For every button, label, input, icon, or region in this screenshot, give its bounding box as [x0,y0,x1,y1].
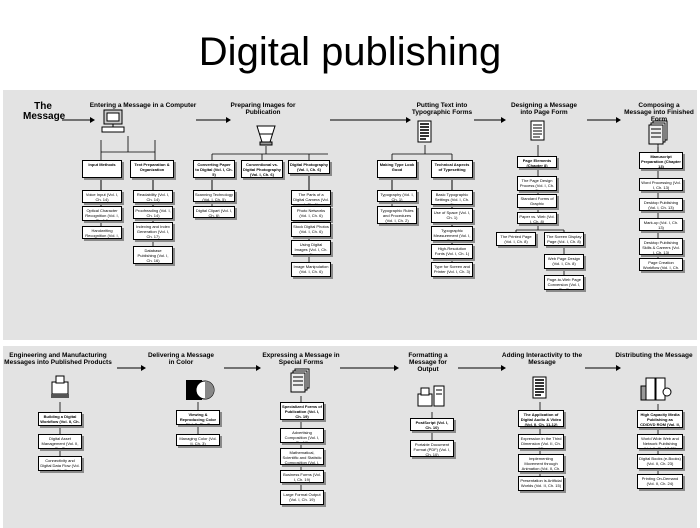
topic-box: Advertising Composition (Vol. I, Ch. 19) [280,428,324,443]
category-box: Manuscript Preparation (Chapter 13) [639,152,683,169]
topic-box: Digital Books (e-Books) (Vol. II, Ch. 23… [637,454,683,469]
topic-box: Web Page Design (Vol. I, Ch. 8) [544,254,584,269]
category-box: Input Methods [82,160,122,178]
category-box: Text Preparation & Organization [130,160,174,178]
topic-box: Typographic Measurement (Vol. I, Ch. 1) [431,226,473,241]
topic-box: Page-to-Web Page Conversion (Vol. I, Ch.… [544,275,584,290]
topic-box: Readability (Vol. I, Ch. 14) [133,190,173,203]
topic-box: Implementing Movement through Animation … [518,454,564,472]
topic-box: Basic Typographic Settings (Vol. I, Ch. … [431,190,473,205]
stage-title: Putting Text into Typographic Forms [411,102,473,116]
stage-title: Entering a Message in a Computer [89,102,197,109]
stage-title: The Message [23,101,66,122]
topic-box: Mark-up (Vol. I, Ch. 13) [639,218,683,231]
topic-box: The Printed Page (Vol. I, Ch. 8) [496,232,536,246]
topic-box: Expression in the Third Dimension (Vol. … [518,434,564,449]
arrow-head [406,117,411,123]
category-box: Conventional vs. Digital Photography (Vo… [241,160,283,178]
topic-box: Presentation is Artificial Worlds (Vol. … [518,476,564,491]
layout-page-icon [530,120,546,147]
stage-title: Delivering a Message in Color [147,352,215,366]
topic-box: Digital Asset Management (Vol. II, Ch. 7… [38,434,82,449]
topic-box: Paper vs. Web (Vol. I, Ch. 8) [517,212,557,224]
connector-layer [59,117,659,490]
stage-title: Formatting a Message for Output [408,352,448,373]
category-box: High Capacity Media Publishing as CD/DVD… [637,410,683,428]
topic-box: Scanning Technology (Vol. I, Ch. 5) [193,190,235,202]
arrow-head [394,365,399,371]
typeset-page-icon [417,120,433,149]
topic-box: Database Publishing (Vol. I, Ch. 16) [133,246,173,264]
topic-box: The Page Design Process (Vol. I, Ch. 8) [517,176,557,191]
distribution-icon [640,376,672,407]
topic-box: Page Creation Workflow (Vol. I, Ch. 18) [639,258,683,271]
publishing-flowchart: The Message Entering a Message in a Compu… [0,90,700,528]
topic-box: Image Manipulation (Vol. I, Ch. 6) [291,262,331,277]
arrow-head [141,365,146,371]
topic-box: Use of Space (Vol. I, Ch. 1) [431,208,473,223]
topic-box: Desktop Publishing (Vol. I, Ch. 13) [639,198,683,211]
arrow-head [501,117,506,123]
topic-box: Proofreading (Vol. I, Ch. 14) [133,206,173,219]
topic-box: Photo Networks (Vol. I, Ch. 6) [291,206,331,221]
stage-title: Preparing Images for Publication [230,102,296,116]
topic-box: The Parts of a Digital Camera (Vol. I, C… [291,190,331,205]
topic-box: World Wide Web and Network Publishing (V… [637,434,683,449]
topic-box: Typography (Vol. I, Ch. 1) [377,190,417,202]
stage-title: Expressing a Message in Special Forms [262,352,340,366]
scanner-icon [254,122,278,151]
topic-box: Type for Screen and Printer (Vol. I, Ch.… [431,262,473,277]
topic-box: Stock Digital Photos (Vol. I, Ch. 6) [291,222,331,237]
stage-title: Designing a Message into Page Form [510,102,578,116]
special-forms-icon [290,368,312,399]
topic-box: Printing On-Demand (Vol. II, Ch. 24) [637,474,683,489]
topic-box: Mathematical, Scientific and Statistic C… [280,448,324,465]
arrow-head [90,117,95,123]
slide-title: Digital publishing [198,30,502,74]
arrow-head [616,117,621,123]
workflow-building-icon [49,374,71,405]
topic-box: High-Resolution Fonts (Vol. I, Ch. 1) [431,244,473,259]
category-box: Making Type Look Good [377,160,417,178]
topic-box: Large Format Output (Vol. I, Ch. 19) [280,490,324,505]
category-box: Building a Digital Workflow (Vol. II, Ch… [38,412,82,426]
category-box: Specialized Forms of Publication (Vol. I… [280,402,324,420]
document-stack-icon [648,120,670,151]
category-box: Digital Photography (Vol. I, Ch. 6) [288,160,330,174]
stage-title: Distributing the Message [615,352,693,359]
arrow-head [226,117,231,123]
topic-box: The Screen Display Page (Vol. I, Ch. 8) [544,232,584,246]
topic-box: Portable Document Format (PDF) (Vol. I, … [410,440,454,457]
topic-box: Indexing and Index Generation (Vol. I, C… [133,222,173,240]
topic-box: Word Processing (Vol. I, Ch. 13) [639,178,683,191]
arrow-head [616,365,621,371]
topic-box: Using Digital Images (Vol. I, Ch. 6) [291,240,331,255]
arrow-head [256,365,261,371]
printer-icon [416,384,446,415]
topic-box: Standard Forms of Graphic Representation… [517,194,557,208]
category-box: Page Elements (Chapter 8) [517,156,557,168]
category-box: Technical Aspects of Typesetting [431,160,473,178]
color-icon [185,378,215,407]
topic-box: Optical Character Recognition (Vol. I, C… [82,206,122,221]
topic-box: Desktop Publishing Skills & Careers (Vol… [639,238,683,255]
topic-box: Typographic Rules and Procedures (Vol. I… [377,206,417,224]
stage-title: Adding Interactivity to the Message [501,352,583,366]
topic-box: Connectivity and Digital Data Flow (Vol.… [38,456,82,471]
stage-title: Engineering and Manufacturing Messages i… [4,352,112,366]
lower-band [3,346,697,528]
category-box: The Application of Digital Audio & Video… [518,410,564,427]
topic-box: Managing Color (Vol. II, Ch. 3) [176,434,220,446]
category-box: Viewing & Reproducing Color (Vol. II, Ch… [176,410,220,425]
interactive-page-icon [532,376,548,405]
stage-title: Composing a Message into Finished Form [624,102,694,123]
topic-box: Digital Clipart (Vol. I, Ch. 6) [193,206,235,218]
arrow-head [501,365,506,371]
message-page-icon [98,108,128,143]
topic-box: Voice Input (Vol. I, Ch. 14) [82,190,122,203]
category-box: PostScript (Vol. I, Ch. 10) [410,418,454,431]
topic-box: Handwriting Recognition (Vol. I, Ch. 14) [82,226,122,239]
category-box: Converting Paper to Digital (Vol. I, Ch.… [193,160,235,178]
topic-box: Business Forms (Vol. I, Ch. 19) [280,470,324,483]
